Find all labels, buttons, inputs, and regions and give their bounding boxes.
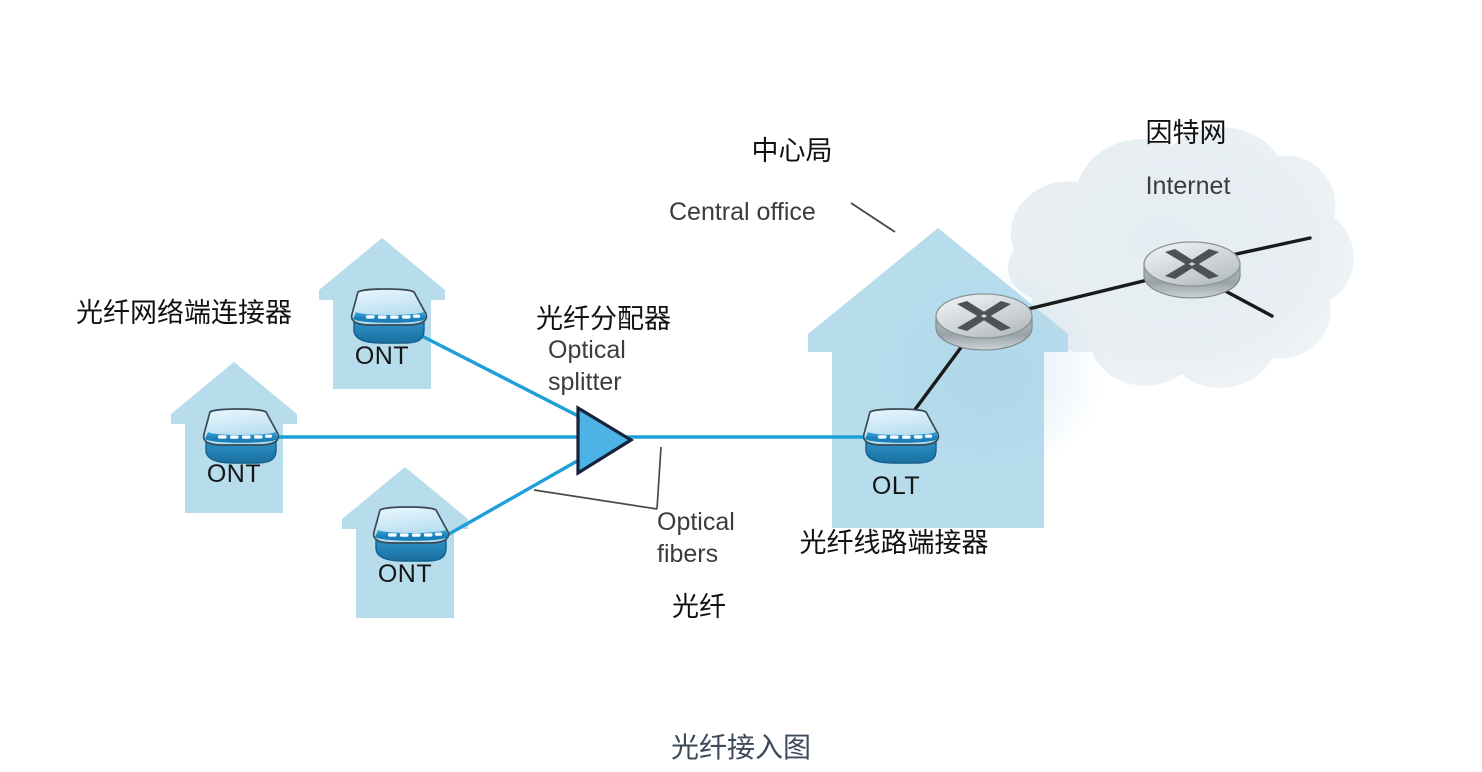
label-fibers-cn: 光纤 <box>672 592 726 623</box>
label-ont-group-cn: 光纤网络端连接器 <box>76 298 292 329</box>
device-label-ont-1: ONT <box>206 460 262 488</box>
device-ont-1[interactable] <box>202 408 280 464</box>
fiber-leader-lines <box>533 446 662 510</box>
router-central-office[interactable] <box>935 293 1033 351</box>
central-office-leader <box>850 202 896 233</box>
router-arrows-glyph <box>957 301 1011 331</box>
fiber-ont2-splitter <box>414 331 588 422</box>
device-olt[interactable] <box>862 408 940 464</box>
router-icon <box>935 293 1033 351</box>
router-arrows-glyph <box>1165 249 1219 279</box>
label-olt-group-cn: 光纤线路端接器 <box>799 528 989 559</box>
ont-device-icon <box>202 408 280 464</box>
fiber-links <box>270 331 864 540</box>
ont-device-icon <box>372 506 450 562</box>
router-icon <box>1143 241 1241 299</box>
device-label-olt: OLT <box>871 472 921 500</box>
label-central-office-en: Central office <box>669 198 816 226</box>
diagram-caption: 光纤接入图 <box>670 731 811 764</box>
device-label-ont-3: ONT <box>377 560 433 588</box>
leader-fiber-trunk <box>656 446 662 510</box>
device-label-ont-2: ONT <box>354 342 410 370</box>
label-splitter-en-line1: Optical <box>548 336 626 364</box>
label-central-office-cn: 中心局 <box>751 136 833 167</box>
label-fibers-en-line1: Optical <box>657 508 735 536</box>
fiber-ont3-splitter <box>440 454 588 540</box>
label-internet-cn: 因特网 <box>1145 118 1227 149</box>
ont-device-icon <box>350 288 428 344</box>
device-ont-2[interactable] <box>350 288 428 344</box>
device-ont-3[interactable] <box>372 506 450 562</box>
link-router-router <box>1010 273 1170 315</box>
label-fibers-en-line2: fibers <box>657 540 719 568</box>
label-splitter-cn: 光纤分配器 <box>536 304 671 335</box>
olt-device-icon <box>862 408 940 464</box>
router-internet[interactable] <box>1143 241 1241 299</box>
leader-fiber-lower <box>533 489 658 510</box>
label-splitter-en-line2: splitter <box>548 368 622 396</box>
label-internet-en: Internet <box>1145 172 1231 200</box>
optical-splitter <box>576 405 635 476</box>
